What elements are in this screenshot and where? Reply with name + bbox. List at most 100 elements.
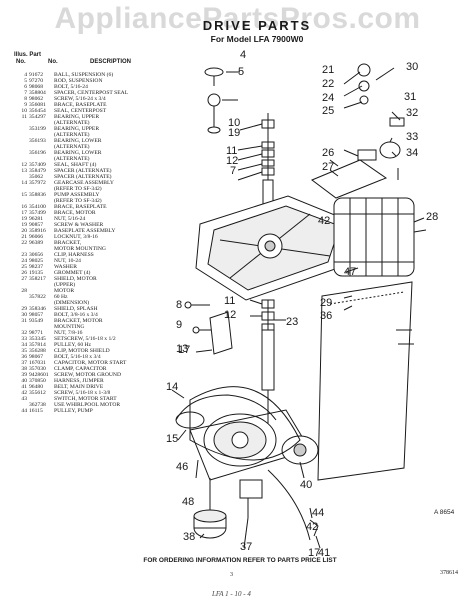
parts-part-no: 358346 — [29, 306, 46, 312]
callout-24: 24 — [322, 92, 335, 104]
parts-illus-no: 19 — [21, 222, 27, 228]
parts-part-no: 357030 — [29, 366, 46, 372]
parts-illus-no: 38 — [21, 366, 27, 372]
parts-description: SETSCREW, 5/16-18 x 1/2 — [54, 336, 116, 342]
callout-41: 41 — [318, 547, 331, 559]
parts-description: SCREW, 5/16-24 x 3/4 — [54, 96, 106, 102]
ordering-note: FOR ORDERING INFORMATION REFER TO PARTS … — [143, 557, 337, 564]
callout-47: 47 — [344, 266, 357, 278]
parts-illus-no: 35 — [21, 348, 27, 354]
parts-illus-no: 7 — [24, 90, 27, 96]
parts-description: BRACE, MOTOR — [54, 210, 96, 216]
col-header-part-no: No. — [48, 59, 58, 65]
parts-illus-no: 41 — [21, 384, 27, 390]
parts-description: (DIMENSION) — [54, 300, 90, 306]
parts-illus-no: 17 — [21, 210, 27, 216]
parts-part-no: 96480 — [29, 384, 43, 390]
callout-14: 14 — [166, 381, 179, 393]
parts-part-no: 167031 — [29, 360, 46, 366]
parts-illus-no: 36 — [21, 354, 27, 360]
parts-part-no: 16115 — [29, 408, 43, 414]
parts-row: (ALTERNATE) — [14, 120, 180, 126]
callout-26: 26 — [322, 147, 335, 159]
parts-part-no: 356196 — [29, 150, 46, 156]
callout-34: 34 — [406, 147, 419, 159]
callout-28: 28 — [426, 211, 439, 223]
parts-description: BEARING, LOWER — [54, 150, 102, 156]
parts-description: SHIELD, MOTOR — [54, 276, 97, 282]
parts-part-no: 354100 — [29, 204, 46, 210]
parts-description: SPACER, CENTERPOST SEAL — [54, 90, 129, 96]
parts-part-no: 356081 — [29, 102, 46, 108]
parts-part-no: 358479 — [29, 168, 46, 174]
page-title: DRIVE PARTS — [202, 18, 312, 33]
page-subtitle: For Model LFA 7900W0 — [210, 34, 304, 44]
parts-description: SCREW, 5/16-18 x 1-3/8 — [54, 390, 111, 396]
parts-part-no: 355612 — [29, 390, 46, 396]
parts-description: BALL, SUSPENSION (6) — [54, 72, 114, 78]
parts-illus-no: 4 — [24, 72, 27, 78]
parts-illus-no: 40 — [21, 378, 27, 384]
parts-part-no: 91672 — [29, 72, 43, 78]
parts-illus-no: 42 — [21, 390, 27, 396]
parts-description: CLIP, MOTOR SHIELD — [54, 348, 110, 354]
parts-description: MOTOR MOUNTING — [54, 246, 106, 252]
parts-description: PULLEY, PUMP — [54, 408, 93, 414]
parts-description: NUT, 10-24 — [54, 258, 81, 264]
parts-part-no: 96389 — [29, 240, 43, 246]
parts-illus-no: 23 — [21, 252, 27, 258]
parts-description: GROMMET (4) — [54, 270, 91, 276]
parts-description: MOTOR — [54, 288, 75, 294]
parts-description: SEAL, SHAFT (4) — [54, 162, 97, 168]
parts-illus-no: 10 — [21, 108, 27, 114]
callout-7: 7 — [230, 165, 237, 177]
document-code: 378614 — [440, 570, 458, 576]
callout-36: 36 — [320, 310, 333, 322]
parts-part-no: 98067 — [29, 354, 43, 360]
parts-part-no: 356193 — [29, 138, 46, 144]
parts-description: BOLT, 5/16-18 x 3/4 — [54, 354, 101, 360]
parts-description: BRACE, BASEPLATE — [54, 102, 107, 108]
parts-row: (ALTERNATE) — [14, 144, 180, 150]
parts-illus-no: 8 — [24, 96, 27, 102]
parts-description: CLAMP, CAPACITOR — [54, 366, 107, 372]
parts-description: MOUNTING — [54, 324, 85, 330]
callout-29: 29 — [320, 297, 333, 309]
parts-description: HARNESS, JUMPER — [54, 378, 104, 384]
parts-description: PULLEY, 60 Hz — [54, 342, 92, 348]
watermark: AppliancePartsPros.com — [54, 2, 421, 35]
parts-part-no: 353345 — [29, 336, 46, 342]
parts-part-no: 96281 — [29, 216, 43, 222]
handwritten-note: LFA 1 - 10 - 4 — [212, 590, 251, 598]
callout-37: 37 — [240, 541, 253, 553]
parts-description: NUT, 7/8-16 — [54, 330, 83, 336]
parts-illus-no: 39 — [21, 372, 27, 378]
parts-part-no: 358916 — [29, 228, 46, 234]
callout-8: 8 — [176, 299, 183, 311]
parts-illus-no: 21 — [21, 234, 27, 240]
parts-part-no: 19135 — [29, 270, 43, 276]
parts-row: (ALTERNATE) — [14, 156, 180, 162]
callout-17a: 17 — [178, 344, 191, 356]
parts-part-no: 98771 — [29, 330, 43, 336]
parts-part-no: 357499 — [29, 210, 46, 216]
parts-illus-no: 15 — [21, 192, 27, 198]
parts-description: BRACKET, — [54, 240, 82, 246]
parts-part-no: 354297 — [29, 114, 46, 120]
parts-illus-no: 43 — [21, 396, 27, 402]
parts-part-no: 98057 — [29, 312, 43, 318]
callout-5: 5 — [238, 66, 245, 78]
parts-illus-no: 5 — [24, 78, 27, 84]
